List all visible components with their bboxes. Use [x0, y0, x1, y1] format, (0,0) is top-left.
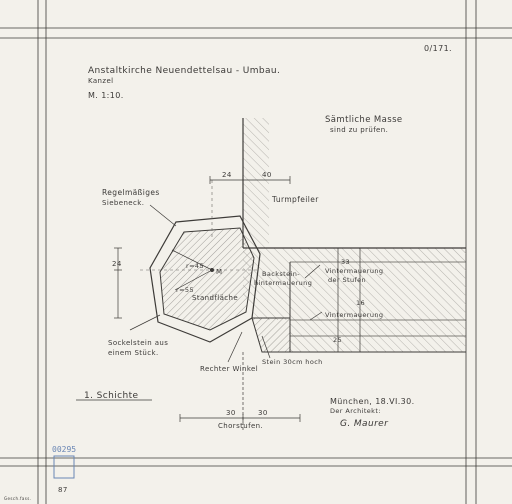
label-vintermauerung-1: Vintermauerung	[325, 267, 383, 275]
drawing-subtitle: Kanzel	[88, 77, 114, 85]
signature: G. Maurer	[340, 419, 389, 429]
label-vintermauerung-b: Vintermauerung	[325, 311, 383, 319]
drawing-title: Anstaltkirche Neuendettelsau - Umbau.	[88, 66, 280, 76]
archive-number: 00295	[52, 445, 76, 454]
dim-25: 25	[333, 336, 342, 344]
label-backstein-2: hintermauerung	[254, 279, 312, 287]
note-line-2: sind zu prüfen.	[330, 126, 388, 134]
label-turmpfeiler: Turmpfeiler	[271, 195, 319, 204]
label-schichte: 1. Schichte	[84, 391, 138, 401]
tower-pillar	[242, 118, 466, 353]
dimension-lines	[114, 176, 361, 430]
dim-vertical-left: 24	[112, 260, 122, 268]
sheet-number: 0/171.	[424, 44, 452, 53]
stamp-icon	[53, 455, 75, 479]
dim-16: 16	[356, 299, 365, 307]
heptagon-base	[140, 180, 291, 353]
label-stein: Stein 30cm hoch	[262, 358, 323, 366]
label-sockelstein-1: Sockelstein aus	[108, 339, 168, 347]
leader-lines	[129, 204, 323, 363]
bottom-left-tiny: Gesch.fass.	[4, 496, 31, 501]
label-regelmaessiges-1: Regelmäßiges	[102, 188, 160, 197]
dim-left-top: 24	[222, 171, 232, 179]
archive-stamp: 00295 87 Gesch.fass.	[4, 445, 76, 501]
label-regelmaessiges-2: Siebeneck.	[102, 199, 144, 207]
dim-bottom-right: 30	[258, 409, 268, 417]
label-sockelstein-2: einem Stück.	[108, 349, 159, 357]
label-m: M	[216, 268, 222, 276]
dim-right-top: 40	[262, 171, 272, 179]
label-r55: r=55	[176, 286, 194, 294]
label-r45: r=45	[186, 262, 204, 270]
note-line-1: Sämtliche Masse	[325, 115, 403, 125]
label-vintermauerung-2: der Stufen	[328, 276, 366, 284]
dim-bottom-left: 30	[226, 409, 236, 417]
label-chorstufen: Chorstufen.	[218, 422, 263, 430]
architect-line: Der Architekt:	[330, 407, 381, 415]
drawing-scale: M. 1:10.	[88, 91, 124, 100]
label-rechter-winkel: Rechter Winkel	[200, 365, 258, 373]
label-backstein-1: Backstein-	[262, 270, 300, 278]
date-line: München, 18.VI.30.	[330, 397, 415, 406]
dim-33: 33	[341, 258, 350, 266]
drawing-texts: 0/171. Anstaltkirche Neuendettelsau - Um…	[76, 44, 452, 430]
corner-mark: 87	[58, 486, 68, 494]
label-standflaeche: Standfläche	[192, 294, 238, 302]
